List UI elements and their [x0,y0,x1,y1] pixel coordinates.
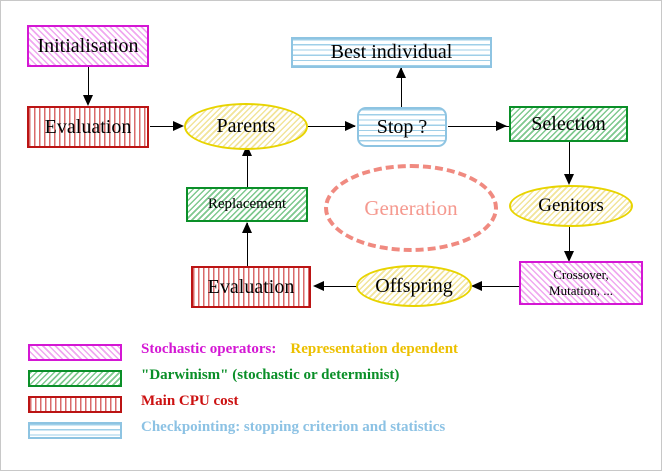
legend-label-stochastic-operators: Stochastic operators: Representation depe… [141,341,458,358]
legend-label-checkpointing-text: Checkpointing: stopping criterion and st… [141,419,446,435]
node-stop-label: Stop ? [376,115,428,138]
legend-row-stochastic-operators: Stochastic operators: Representation depe… [1,341,661,367]
node-offspring[interactable]: Offspring [356,265,472,307]
arrowhead-stop-to-best-individual [396,67,406,78]
node-evaluation-bottom[interactable]: Evaluation [191,266,311,308]
arrowhead-genitors-to-operators [564,251,574,262]
edge-evaluation-to-replacement [247,223,248,267]
legend-label-main-cpu-cost: Main CPU cost [141,393,239,410]
edge-offspring-to-evaluation [323,286,357,287]
legend-label-stochastic-operators-text: Stochastic operators: [141,341,277,357]
legend-label-darwinism: "Darwinism" (stochastic or determinist) [141,367,399,384]
arrowhead-operators-to-offspring [471,281,482,291]
arrowhead-evaluation-to-parents [173,121,184,131]
node-parents[interactable]: Parents [184,103,308,150]
node-initialisation-label: Initialisation [37,34,139,57]
legend-row-main-cpu-cost: Main CPU cost [1,393,661,419]
edge-initialisation-to-evaluation [88,67,89,97]
arrowhead-replacement-to-parents [242,145,252,156]
edge-parents-to-stop [307,126,355,127]
legend: Stochastic operators: Representation depe… [1,341,661,445]
node-stop[interactable]: Stop ? [357,107,447,147]
node-evaluation-top[interactable]: Evaluation [27,106,149,148]
arrowhead-selection-to-genitors [564,174,574,185]
node-evaluation-bottom-label: Evaluation [207,275,295,298]
node-best-individual-label: Best individual [330,41,453,63]
node-selection-label: Selection [531,112,606,135]
arrowhead-parents-to-stop [345,121,356,131]
node-initialisation[interactable]: Initialisation [27,25,149,67]
node-replacement[interactable]: Replacement [186,187,308,222]
edge-selection-to-genitors [569,142,570,177]
node-replacement-label: Replacement [207,195,287,212]
legend-label-representation-dependent-text: Representation dependent [290,341,459,357]
legend-label-checkpointing: Checkpointing: stopping criterion and st… [141,419,445,436]
node-crossover-mutation-label-line1: Crossover, [553,266,609,282]
node-offspring-label: Offspring [375,274,453,297]
legend-swatch-horizontal-lines-blue [28,422,122,439]
node-best-individual[interactable]: Best individual [291,37,492,68]
generation-label: Generation [364,195,458,220]
edge-stop-to-best-individual [401,68,402,108]
arrowhead-initialisation-to-evaluation [83,95,93,106]
edge-genitors-to-operators [569,226,570,259]
legend-label-darwinism-text: "Darwinism" (stochastic or determinist) [141,367,400,383]
node-selection[interactable]: Selection [509,106,628,142]
arrowhead-evaluation-to-replacement [242,222,252,233]
legend-swatch-diagonal-hatch-magenta [28,344,122,361]
legend-row-darwinism: "Darwinism" (stochastic or determinist) [1,367,661,393]
edge-stop-to-selection [448,126,510,127]
arrowhead-stop-to-selection [496,121,507,131]
arrowhead-offspring-to-evaluation [313,281,324,291]
node-genitors-label: Genitors [538,195,604,217]
node-crossover-mutation[interactable]: Crossover, Mutation, ... [519,261,643,305]
legend-label-main-cpu-cost-text: Main CPU cost [141,393,239,409]
node-parents-label: Parents [216,115,276,137]
node-crossover-mutation-label-line2: Mutation, ... [549,283,613,298]
generation-loop-ellipse: Generation [324,164,498,252]
legend-row-checkpointing: Checkpointing: stopping criterion and st… [1,419,661,445]
legend-swatch-diagonal-hatch-green [28,370,122,387]
node-genitors[interactable]: Genitors [509,185,633,227]
edge-evaluation-to-parents [150,126,180,127]
edge-operators-to-offspring [481,286,519,287]
edge-replacement-to-parents [247,148,248,187]
legend-swatch-vertical-lines-red [28,396,122,413]
node-evaluation-top-label: Evaluation [44,115,132,138]
